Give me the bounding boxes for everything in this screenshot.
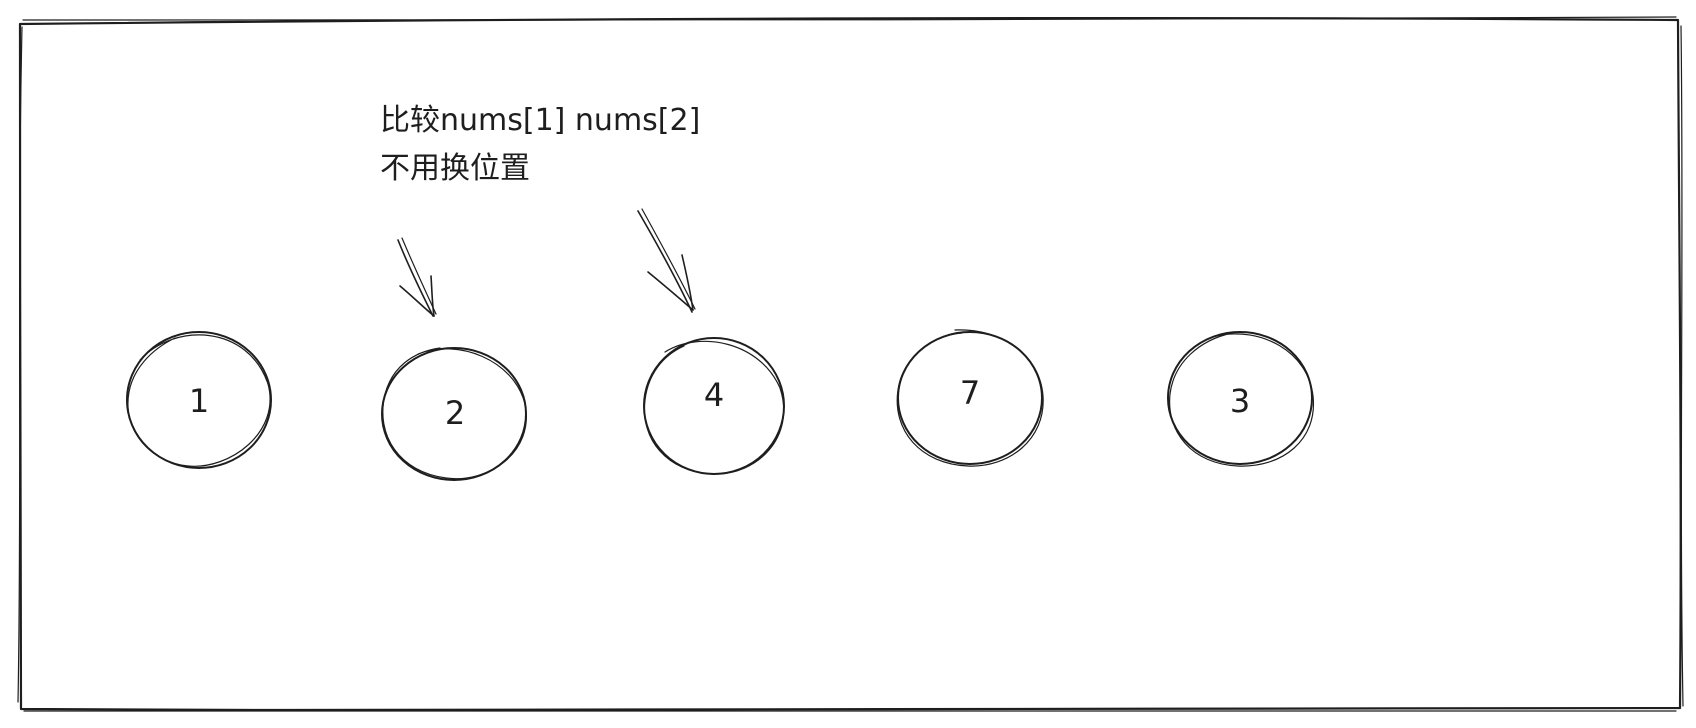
note-line-1: 比较nums[1] nums[2]: [380, 103, 700, 138]
outer-frame: [17, 16, 1684, 713]
node-label: 1: [189, 382, 209, 420]
arrow-to-node-3: [637, 208, 696, 313]
node-label: 4: [704, 376, 724, 414]
note-line-2: 不用换位置: [380, 151, 530, 186]
node-circle: 4: [643, 337, 785, 475]
arrow-to-node-2: [397, 237, 437, 317]
annotation-note: 比较nums[1] nums[2] 不用换位置: [380, 103, 700, 186]
node-circle: 3: [1167, 331, 1315, 467]
node-label: 3: [1230, 382, 1250, 420]
node-circle: 7: [896, 329, 1044, 467]
node-label: 2: [445, 394, 465, 432]
node-circle: 1: [126, 331, 272, 469]
node-label: 7: [960, 374, 980, 412]
node-circle: 2: [381, 347, 527, 481]
